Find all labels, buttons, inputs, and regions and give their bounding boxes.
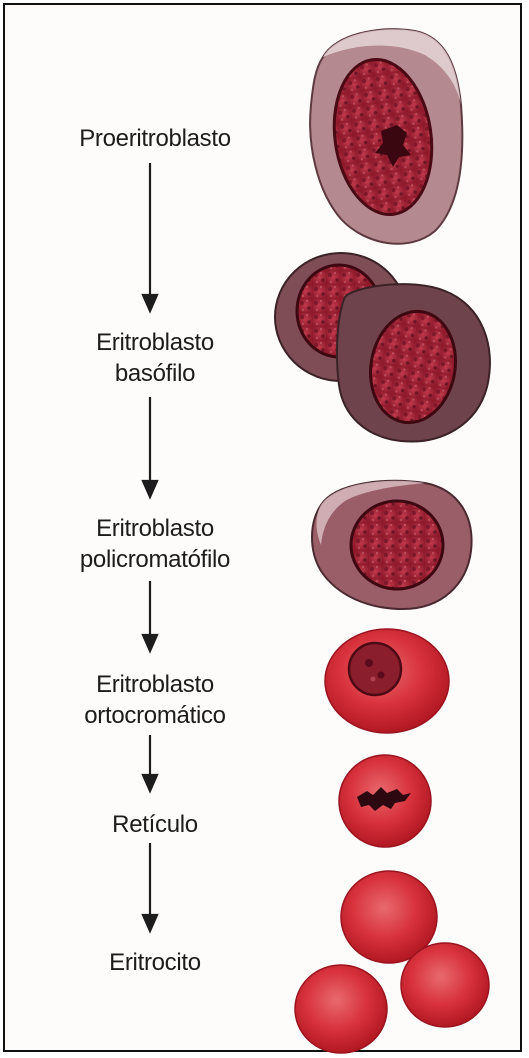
diagram-frame: Proeritroblasto Eritroblasto basófilo Er… [3,3,522,1052]
reticulocyte-cell-icon [339,755,431,847]
diagram-graphics [5,5,524,1054]
arrow-icon [143,163,157,311]
basophilic-erythroblast-cells-icon [275,253,490,442]
arrow-icon [143,735,157,791]
proerythroblast-cell-icon [310,29,462,243]
erythrocyte-cells-icon [295,871,489,1053]
orthochromatic-erythroblast-cell-icon [325,629,449,733]
arrow-icon [143,397,157,497]
arrow-icon [143,843,157,931]
arrow-icon [143,581,157,651]
polychromatic-erythroblast-cell-icon [312,481,472,609]
